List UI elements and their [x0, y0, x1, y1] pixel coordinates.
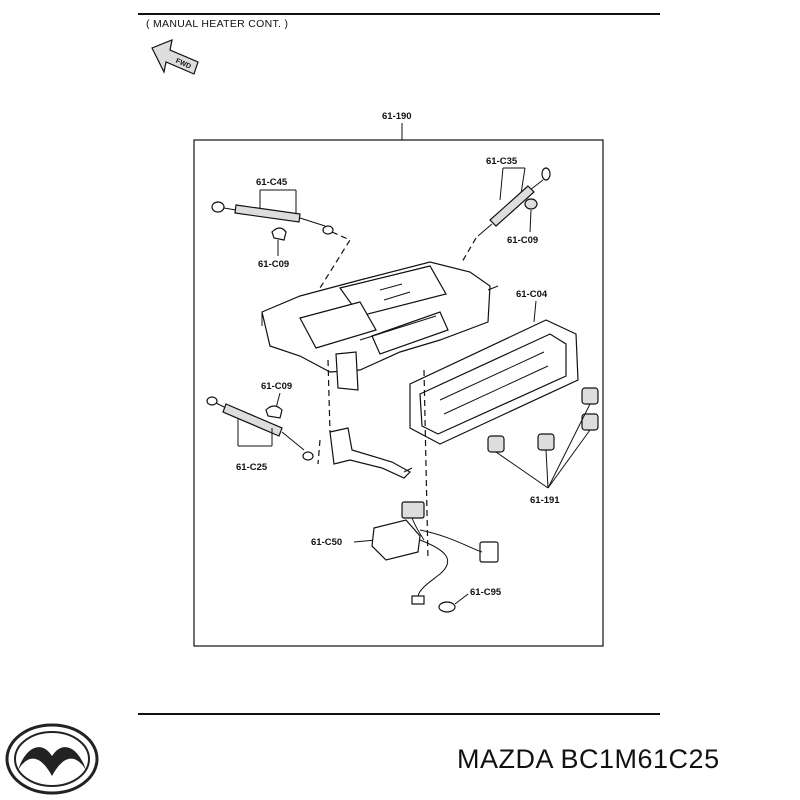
label-61-c35: 61-C35 [486, 156, 518, 167]
cable-61-c25: 61-C25 [206, 396, 314, 473]
section-title: ( MANUAL HEATER CONT. ) [146, 18, 289, 30]
label-61-c50: 61-C50 [311, 537, 342, 548]
cable-61-c35: 61-C35 [477, 156, 551, 237]
label-61-c09-top-left: 61-C09 [258, 259, 289, 270]
assembly-frame [193, 139, 604, 647]
cable-61-c45: 61-C45 [211, 177, 334, 235]
clip-61-c09-top-right: 61-C09 [507, 198, 538, 246]
label-61-c95: 61-C95 [470, 587, 502, 598]
clip-61-c09-top-left: 61-C09 [258, 227, 289, 270]
fwd-arrow-icon: FWD [151, 39, 199, 75]
clip-61-c09-mid-left: 61-C09 [261, 381, 292, 419]
label-61-190: 61-190 [382, 111, 412, 122]
bulb-61-c95: 61-C95 [438, 587, 502, 613]
label-61-c09-mid-left: 61-C09 [261, 381, 292, 392]
top-rule [138, 13, 660, 15]
heater-control-body [261, 261, 499, 391]
control-panel-61-c04: 61-C04 [409, 289, 579, 445]
label-61-c45: 61-C45 [256, 177, 288, 188]
label-61-c04: 61-C04 [516, 289, 548, 300]
label-61-191: 61-191 [530, 495, 560, 506]
mazda-logo-icon [5, 723, 99, 795]
bracket [329, 427, 413, 479]
bottom-rule [138, 713, 660, 715]
knobs-61-191: 61-191 [487, 387, 599, 506]
part-number-text: MAZDA BC1M61C25 [457, 744, 720, 774]
harness-61-c50: 61-C50 [311, 501, 499, 605]
label-61-c25: 61-C25 [236, 462, 268, 473]
label-61-c09-top-right: 61-C09 [507, 235, 538, 246]
